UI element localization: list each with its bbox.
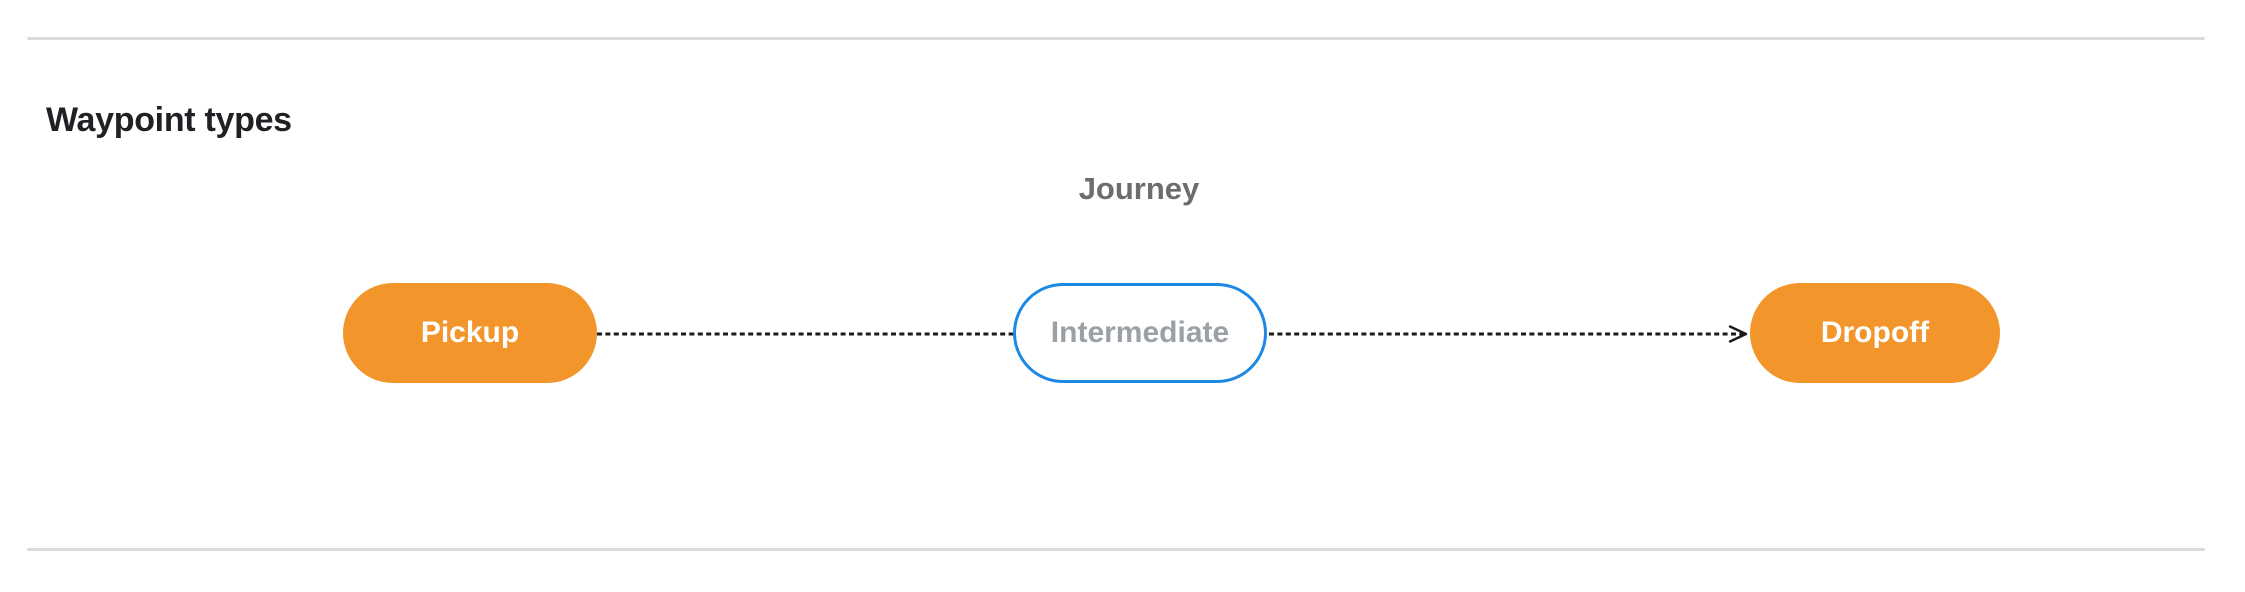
node-pickup-label: Pickup	[420, 316, 520, 349]
node-pickup: Pickup	[343, 283, 597, 383]
top-divider	[27, 37, 2205, 40]
node-intermediate: Intermediate	[1013, 283, 1267, 383]
node-intermediate-label: Intermediate	[1050, 316, 1230, 349]
bottom-divider	[27, 548, 2205, 551]
page-title: Waypoint types	[46, 101, 292, 140]
node-dropoff-label: Dropoff	[1820, 316, 1930, 349]
journey-group-label: Journey	[1078, 171, 1200, 206]
node-dropoff: Dropoff	[1750, 283, 2000, 383]
